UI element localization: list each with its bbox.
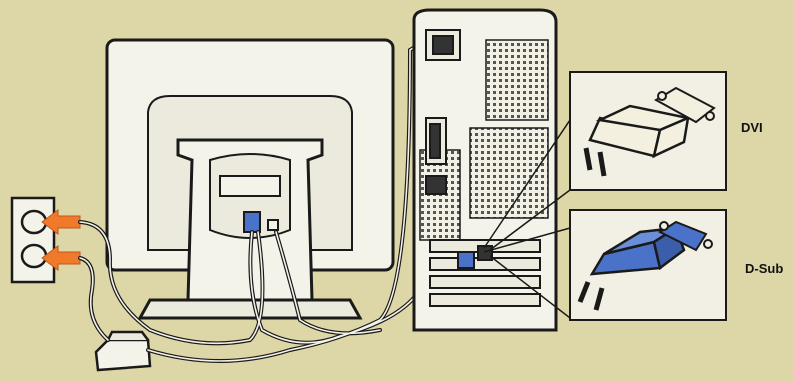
dsub-label: D-Sub bbox=[745, 261, 783, 276]
dsub-callout bbox=[570, 210, 726, 320]
power-outlet bbox=[12, 198, 54, 282]
pc-io-panel bbox=[426, 118, 446, 194]
dvi-label: DVI bbox=[741, 120, 763, 135]
dvi-callout bbox=[570, 72, 726, 190]
pc-power-socket bbox=[426, 30, 460, 60]
